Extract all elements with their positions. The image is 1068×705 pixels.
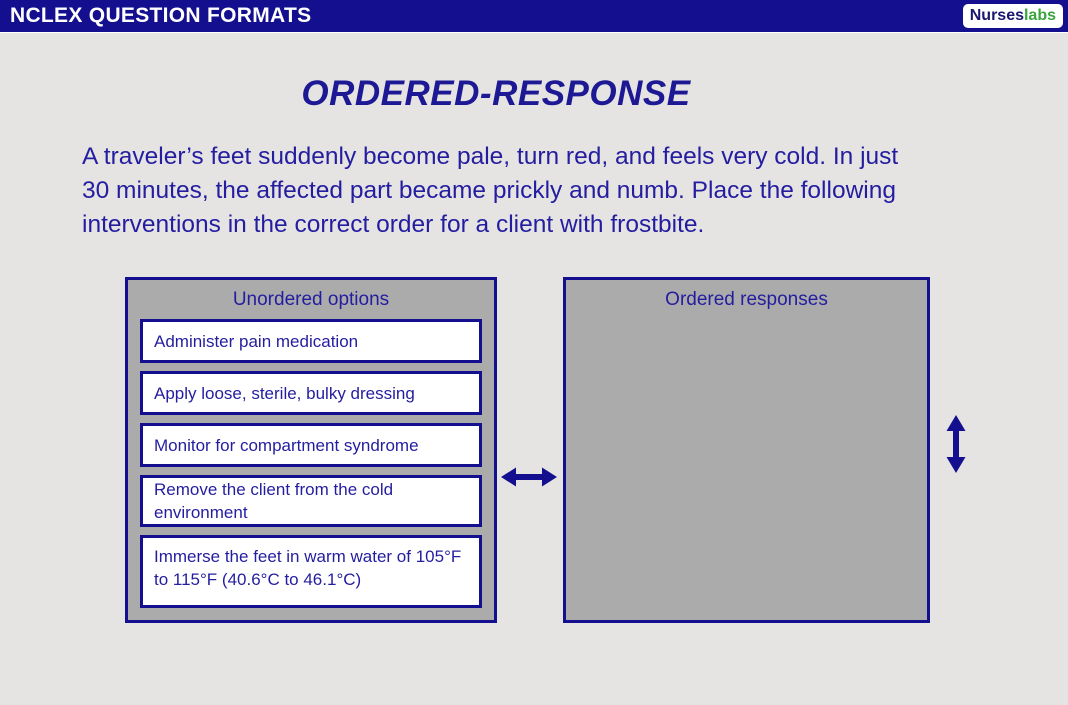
question-line-3: interventions in the correct order for a… [82,211,705,238]
left-right-arrow-icon [501,462,557,497]
option-immerse-feet-warm-water[interactable]: Immerse the feet in warm water of 105°F … [140,535,482,608]
option-monitor-compartment-syndrome[interactable]: Monitor for compartment syndrome [140,423,482,467]
option-remove-from-cold[interactable]: Remove the client from the cold environm… [140,475,482,527]
option-administer-pain-medication[interactable]: Administer pain medication [140,319,482,363]
banner-title: NCLEX QUESTION FORMATS [10,4,312,27]
up-down-arrow-icon [941,415,971,478]
option-apply-dressing[interactable]: Apply loose, sterile, bulky dressing [140,371,482,415]
unordered-options-title: Unordered options [232,289,390,310]
question-line-1: A traveler’s feet suddenly become pale, … [82,143,899,170]
ordered-responses-dropzone[interactable]: Ordered responses [563,277,930,623]
unordered-options-list: Administer pain medication Apply loose, … [140,319,482,608]
question-line-2: 30 minutes, the affected part became pri… [82,177,896,204]
question-text: A traveler’s feet suddenly become pale, … [82,140,1022,242]
ordered-responses-title: Ordered responses [665,289,828,310]
logo-text-nurses: Nurses [969,7,1024,24]
page-title: ORDERED-RESPONSE [301,74,691,113]
logo-text-labs: labs [1023,7,1056,24]
unordered-options-panel: Unordered options Administer pain medica… [125,277,497,623]
